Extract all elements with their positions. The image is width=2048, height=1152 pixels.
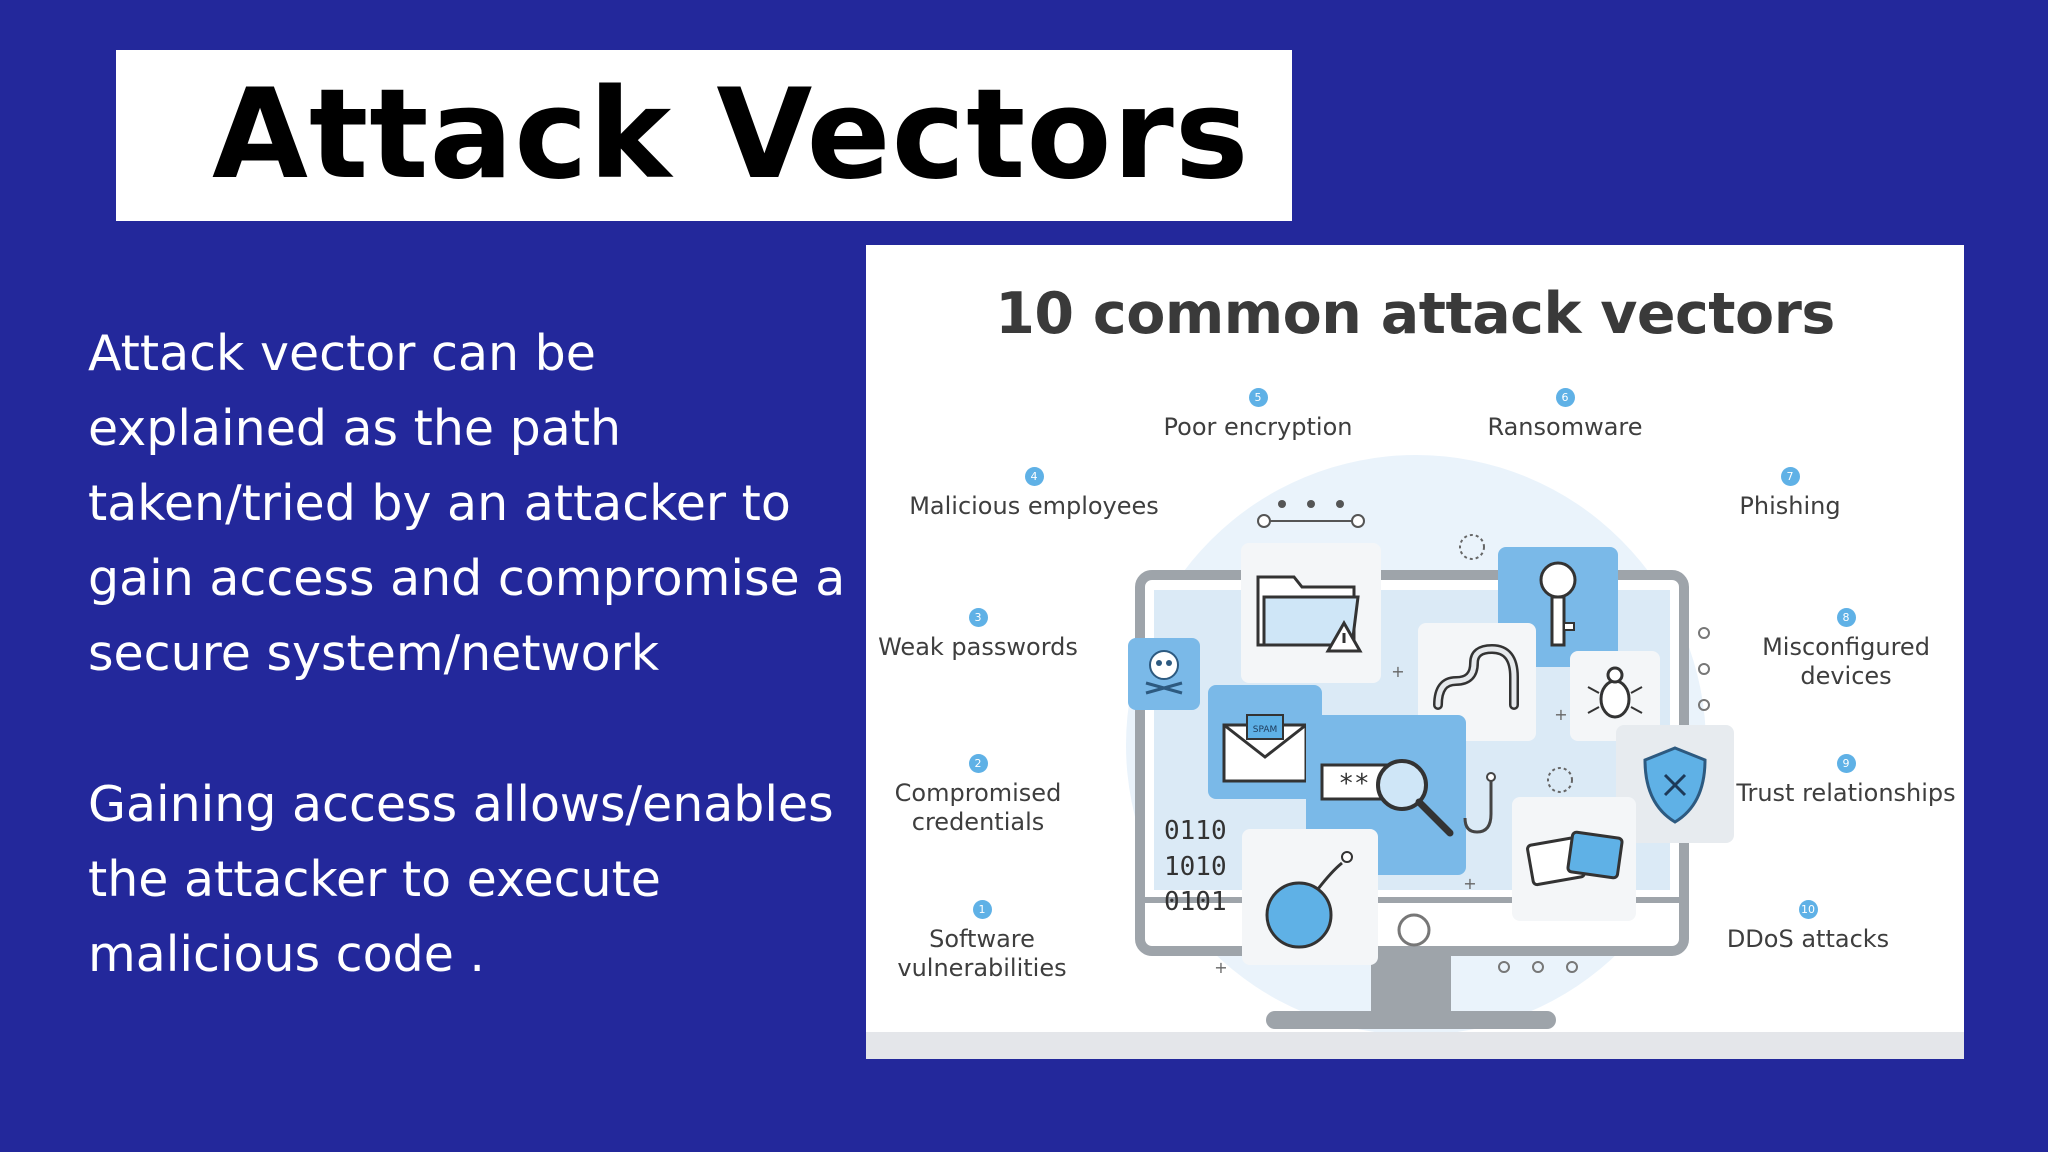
- title-banner: Attack Vectors: [116, 50, 1292, 221]
- svg-text:+: +: [1463, 874, 1476, 893]
- vector-6: 6 Ransomware: [1435, 388, 1695, 442]
- loading-spinner-icon: [1547, 767, 1573, 793]
- monitor-illustration: SPAM ** 0110 1010 0101 + +: [1126, 455, 1734, 1035]
- spam-label: SPAM: [1253, 725, 1278, 735]
- definition-paragraph: Attack vector can be explained as the pa…: [88, 325, 846, 682]
- vector-5: 5 Poor encryption: [1128, 388, 1388, 442]
- infographic-footer-bar: [866, 1032, 1964, 1059]
- vector-10: 10 DDoS attacks: [1678, 900, 1938, 954]
- vector-9: 9 Trust relationships: [1716, 754, 1964, 808]
- binary-code: 0110 1010 0101: [1164, 816, 1242, 917]
- attack-vectors-infographic: 10 common attack vectors: [866, 245, 1964, 1059]
- loading-spinner-icon: [1459, 534, 1485, 560]
- phishing-hook-icon: [1463, 780, 1493, 834]
- vector-8: 8 Misconfigured devices: [1716, 608, 1964, 691]
- vector-3: 3 Weak passwords: [866, 608, 1108, 662]
- vector-4: 4 Malicious employees: [904, 467, 1164, 521]
- vector-7: 7 Phishing: [1660, 467, 1920, 521]
- svg-text:+: +: [1554, 705, 1567, 724]
- monitor-stand: [1266, 1011, 1556, 1029]
- infographic-title: 10 common attack vectors: [995, 281, 1835, 347]
- svg-text:+: +: [1391, 662, 1404, 681]
- svg-text:+: +: [1214, 958, 1227, 977]
- monitor-neck: [1371, 951, 1451, 1011]
- slide-title: Attack Vectors: [212, 63, 1250, 207]
- power-button-icon: [1397, 913, 1431, 947]
- impact-paragraph: Gaining access allows/enables the attack…: [88, 776, 834, 983]
- vector-1: 1 Software vulnerabilities: [866, 900, 1112, 983]
- vector-2: 2 Compromised credentials: [866, 754, 1108, 837]
- password-mask: **: [1338, 769, 1369, 799]
